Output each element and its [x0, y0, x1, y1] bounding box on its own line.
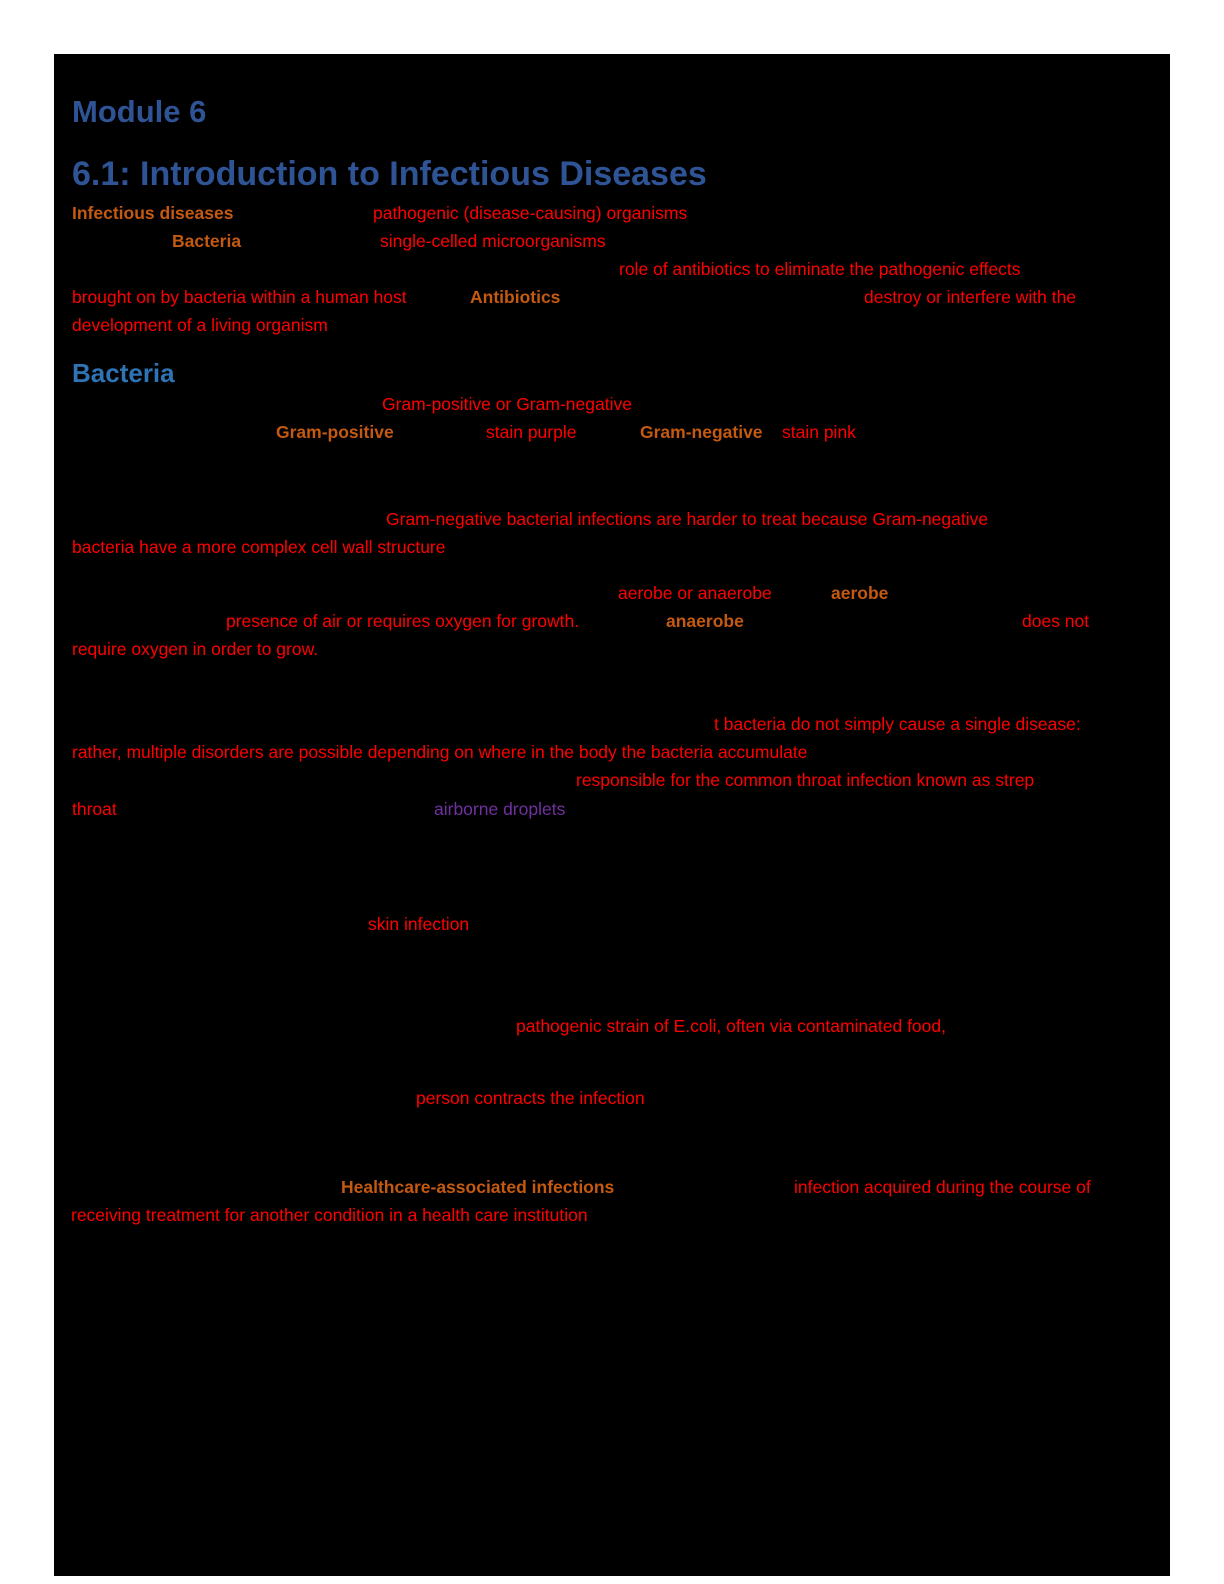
module-title: Module 6 [72, 94, 207, 129]
heading-bacteria: Bacteria [72, 358, 175, 388]
term-bacteria: Bacteria [172, 231, 242, 251]
document-page: Module 6 6.1: Introduction to Infectious… [54, 54, 1170, 1576]
text-infection-acquired: infection acquired during the course of [794, 1177, 1091, 1197]
text-pathogenic-organisms: pathogenic (disease-causing) organisms [373, 203, 688, 223]
text-airborne-droplets: airborne droplets [434, 799, 566, 819]
term-gram-positive: Gram-positive [276, 422, 394, 442]
text-harder-to-treat-line1: Gram-negative bacterial infections are h… [386, 509, 989, 529]
text-gram-positive-or-negative: Gram-positive or Gram-negative [382, 394, 632, 414]
text-person-contracts-infection: person contracts the infection [416, 1088, 645, 1108]
term-gram-negative: Gram-negative [640, 422, 763, 442]
text-ecoli-contaminated-food: pathogenic strain of E.coli, often via c… [516, 1016, 946, 1036]
text-multiple-disorders: rather, multiple disorders are possible … [72, 742, 808, 762]
term-aerobe: aerobe [831, 583, 889, 603]
section-title: 6.1: Introduction to Infectious Diseases [72, 155, 707, 193]
text-aerobe-or-anaerobe: aerobe or anaerobe [618, 583, 772, 603]
text-receiving-treatment: receiving treatment for another conditio… [71, 1205, 588, 1225]
term-healthcare-associated-infections: Healthcare-associated infections [341, 1177, 615, 1197]
text-destroy-or-interfere: destroy or interfere with the [864, 287, 1077, 307]
text-responsible-strep: responsible for the common throat infect… [576, 770, 1035, 790]
text-single-disease: t bacteria do not simply cause a single … [714, 714, 1081, 734]
text-harder-to-treat-line2: bacteria have a more complex cell wall s… [72, 537, 446, 557]
text-brought-on-by-bacteria: brought on by bacteria within a human ho… [72, 287, 407, 307]
text-skin-infection: skin infection [368, 914, 470, 934]
text-stain-pink: stain pink [782, 422, 856, 442]
term-antibiotics: Antibiotics [470, 287, 561, 307]
term-infectious-diseases: Infectious diseases [72, 203, 234, 223]
text-role-of-antibiotics: role of antibiotics to eliminate the pat… [619, 259, 1021, 279]
text-presence-of-air: presence of air or requires oxygen for g… [226, 611, 580, 631]
text-require-oxygen: require oxygen in order to grow. [72, 639, 319, 659]
term-anaerobe: anaerobe [666, 611, 744, 631]
text-single-celled-microorganisms: single-celled microorganisms [380, 231, 606, 251]
text-throat: throat [72, 799, 117, 819]
text-stain-purple: stain purple [486, 422, 577, 442]
text-development-of-organism: development of a living organism [72, 315, 328, 335]
text-does-not: does not [1022, 611, 1090, 631]
